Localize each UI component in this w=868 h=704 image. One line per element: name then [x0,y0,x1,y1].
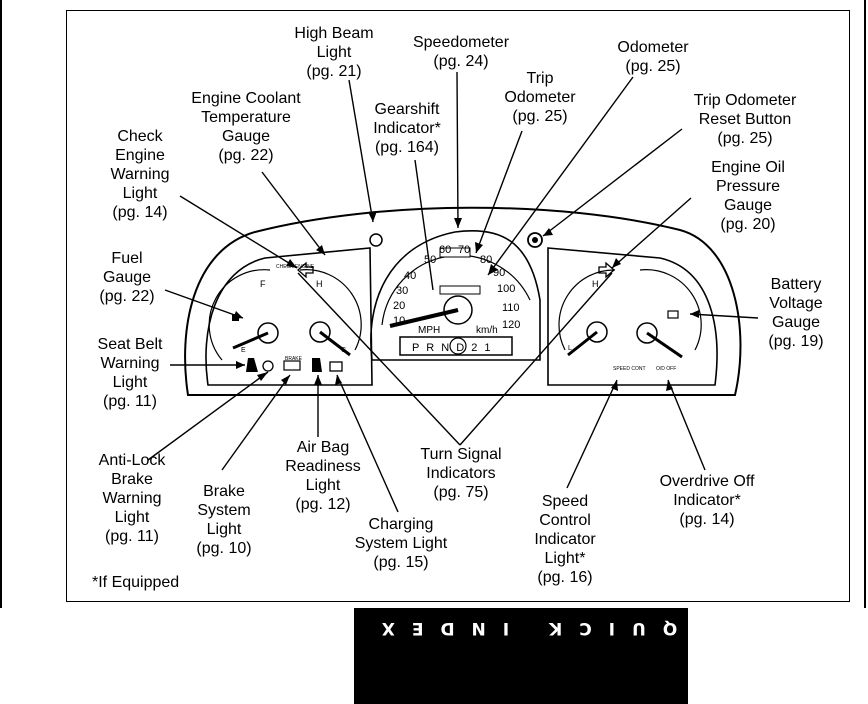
speedo-tick-label: 10 [393,315,405,327]
charging-icon [329,361,343,372]
label-battery: Battery Voltage Gauge (pg. 19) [768,276,824,350]
label-odometer: Odometer (pg. 25) [617,39,689,75]
label-brake-system: Brake System Light (pg. 10) [196,483,252,557]
label-turn-signal: Turn Signal Indicators (pg. 75) [420,446,502,501]
label-if-equipped: *If Equipped [92,574,180,591]
fuel-f-label: F [260,279,266,289]
right-turn-arrow-icon [598,261,615,279]
cluster-housing [184,206,742,396]
left-turn-arrow-icon [297,261,314,279]
label-air-bag: Air Bag Readiness Light (pg. 12) [285,439,361,513]
label-gearshift: Gearshift Indicator* (pg. 164) [373,101,441,156]
label-coolant: Engine Coolant Temperature Gauge (pg. 22… [191,90,301,164]
abs-icon [262,360,274,372]
cluster-inner-left [205,247,373,386]
label-trip-reset: Trip Odometer Reset Button (pg. 25) [693,92,797,147]
label-high-beam: High Beam Light (pg. 21) [294,25,374,80]
left-margin-bar [0,0,2,608]
temp-h-label: H [316,279,323,289]
check-engine-cluster-text: CHECK ENGINE [276,264,315,270]
high-beam-indicator [369,233,383,247]
speed-cont-cluster-text: SPEED CONT [613,366,646,372]
od-off-cluster-text: O/D OFF [656,366,676,372]
speedo-pod [370,229,541,361]
cluster-inner-right [547,247,718,386]
temp-gauge-dial [299,269,362,357]
speedo-tick-label: 30 [396,285,408,297]
label-check-engine: Check Engine Warning Light (pg. 14) [110,128,170,221]
label-oil-pressure: Engine Oil Pressure Gauge (pg. 20) [711,159,785,233]
leader-lines [147,71,759,513]
brake-icon [283,360,301,371]
kmh-label: km/h [476,325,498,336]
mph-label: MPH [418,325,440,336]
label-abs: Anti-Lock Brake Warning Light (pg. 11) [98,452,166,545]
battery-gauge-dial [636,269,702,359]
brake-cluster-text: BRAKE [285,356,303,362]
oil-h-label: H [592,279,599,289]
quick-index-text: QUICK INDEX [364,618,678,638]
gear-display-text: P R N D 2 1 [412,342,493,354]
label-overdrive: Overdrive Off Indicator* (pg. 14) [659,473,755,528]
speedo-tick-label: 50 [424,254,436,266]
speedo-tick-label: 40 [404,270,416,282]
speedo-tick-label: 70 [458,244,470,256]
speedo-tick-labels: 10 20 30 40 50 60 70 80 90 100 110 120 [393,244,520,331]
arrowheads [233,211,699,391]
label-speedometer: Speedometer (pg. 24) [412,34,510,70]
speedo-tick-label: 90 [493,267,505,279]
label-trip-odometer: Trip Odometer (pg. 25) [504,70,576,125]
diagram-frame [66,10,850,602]
speedo-tick-label: 120 [502,319,520,331]
right-margin-bar [864,0,866,608]
seat-belt-icon [246,358,258,372]
label-seat-belt: Seat Belt Warning Light (pg. 11) [97,336,163,410]
quick-index-tab[interactable]: QUICK INDEX [354,608,688,704]
temp-c-label: C [341,347,346,354]
label-charging: Charging System Light (pg. 15) [354,516,448,571]
speedo-tick-label: 100 [497,283,515,295]
speedo-dial [381,247,531,356]
speedo-tick-label: 20 [393,300,405,312]
speedo-tick-label: 80 [480,254,492,266]
oil-l-label: L [568,345,572,352]
air-bag-icon [312,358,322,372]
fuel-e-label: E [241,347,246,354]
speedo-tick-label: 60 [439,244,451,256]
label-speed-control: Speed Control Indicator Light* (pg. 16) [534,493,596,586]
trip-reset-button-inner [532,237,538,243]
oil-gauge-dial [558,269,616,357]
speedo-tick-label: 110 [502,302,520,314]
label-fuel-gauge: Fuel Gauge (pg. 22) [99,250,155,305]
